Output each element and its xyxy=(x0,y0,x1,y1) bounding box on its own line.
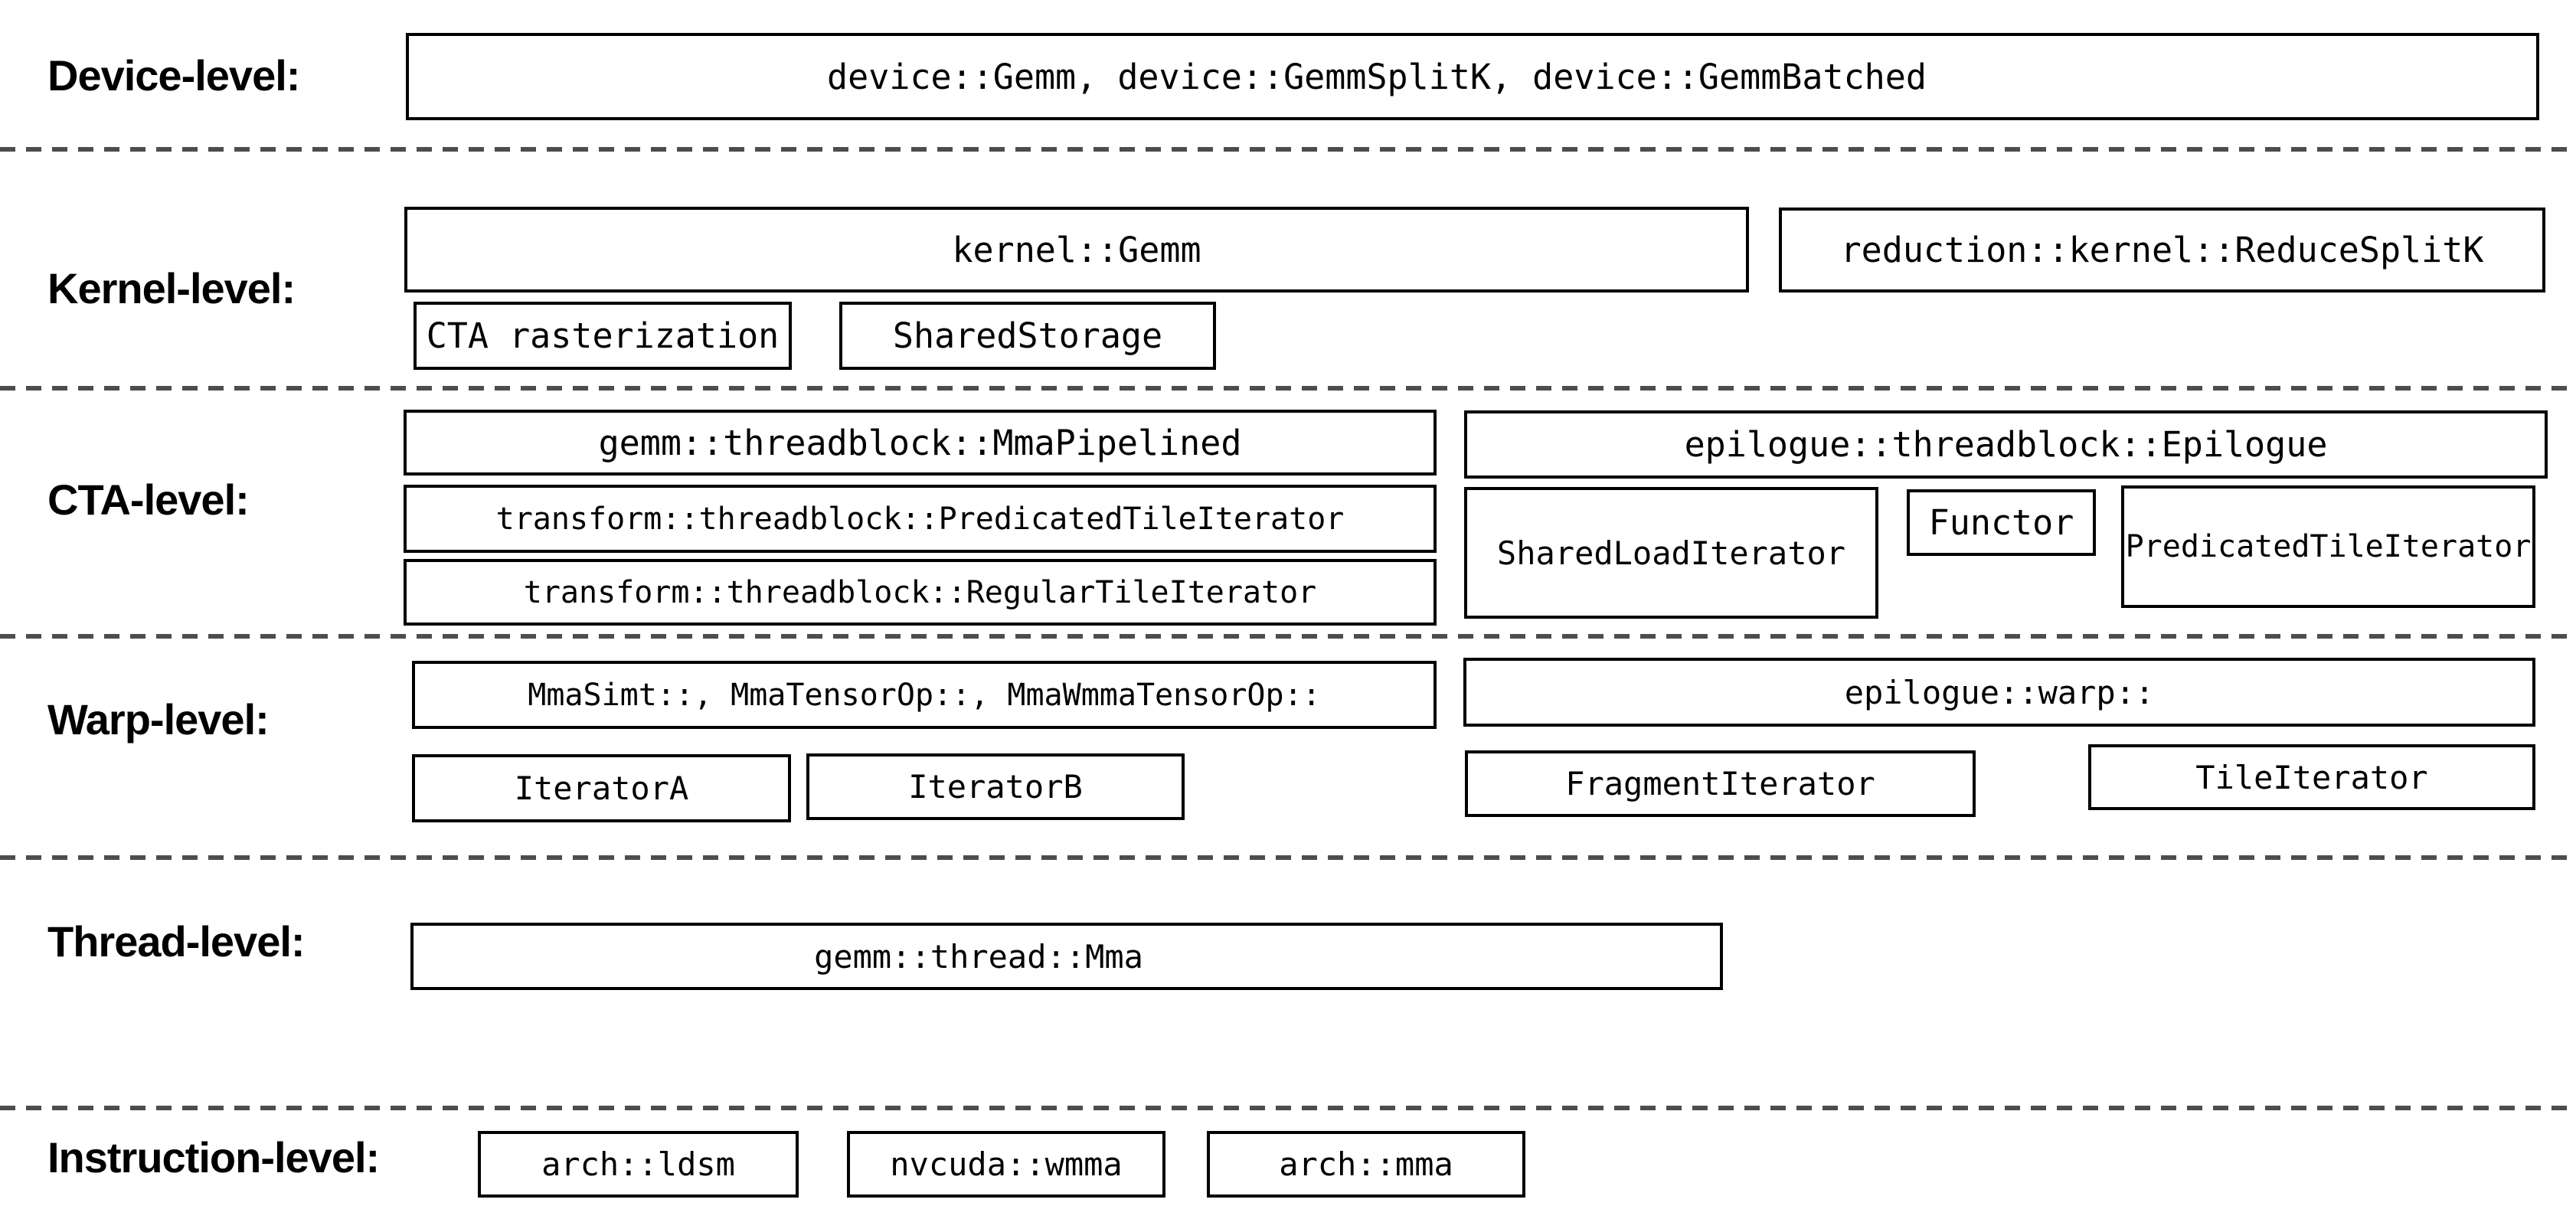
box-fragment-iterator: FragmentIterator xyxy=(1465,750,1976,817)
level-label-device: Device-level: xyxy=(47,51,300,100)
box-tile-iterator: TileIterator xyxy=(2088,744,2535,810)
box-shared-storage: SharedStorage xyxy=(839,302,1216,370)
box-gemm-threadblock-mma-pipelined: gemm::threadblock::MmaPipelined xyxy=(404,410,1437,476)
box-nvcuda-wmma: nvcuda::wmma xyxy=(847,1131,1165,1198)
box-epilogue-warp: epilogue::warp:: xyxy=(1463,658,2535,727)
separator-thread-instruction xyxy=(0,1106,2576,1110)
box-epilogue-predicated-tile-iterator: PredicatedTileIterator xyxy=(2121,485,2535,608)
box-device-gemm-apis: device::Gemm, device::GemmSplitK, device… xyxy=(406,33,2539,120)
separator-device-kernel xyxy=(0,147,2576,152)
box-transform-threadblock-predicated-tile-iterator: transform::threadblock::PredicatedTileIt… xyxy=(404,485,1437,553)
level-label-thread: Thread-level: xyxy=(47,917,306,966)
box-iterator-b: IteratorB xyxy=(806,753,1185,820)
box-epilogue-threadblock-epilogue: epilogue::threadblock::Epilogue xyxy=(1464,410,2548,479)
box-cta-rasterization: CTA rasterization xyxy=(414,302,792,370)
level-label-warp: Warp-level: xyxy=(47,695,270,743)
box-functor: Functor xyxy=(1907,489,2096,556)
box-warp-mma-ops: MmaSimt::, MmaTensorOp::, MmaWmmaTensorO… xyxy=(412,661,1437,729)
box-transform-threadblock-regular-tile-iterator: transform::threadblock::RegularTileItera… xyxy=(404,559,1437,626)
separator-cta-warp xyxy=(0,634,2576,639)
separator-kernel-cta xyxy=(0,386,2576,391)
box-reduction-kernel-reduce-splitk: reduction::kernel::ReduceSplitK xyxy=(1779,208,2545,292)
box-arch-ldsm: arch::ldsm xyxy=(478,1131,799,1198)
box-kernel-gemm: kernel::Gemm xyxy=(404,207,1749,292)
box-arch-mma: arch::mma xyxy=(1207,1131,1525,1198)
separator-warp-thread xyxy=(0,855,2576,860)
level-label-instruction: Instruction-level: xyxy=(47,1133,380,1181)
box-gemm-thread-mma: gemm::thread::Mma xyxy=(410,923,1723,990)
box-iterator-a: IteratorA xyxy=(412,754,791,822)
box-shared-load-iterator: SharedLoadIterator xyxy=(1464,487,1878,619)
level-label-kernel: Kernel-level: xyxy=(47,264,296,312)
level-label-cta: CTA-level: xyxy=(47,476,250,524)
